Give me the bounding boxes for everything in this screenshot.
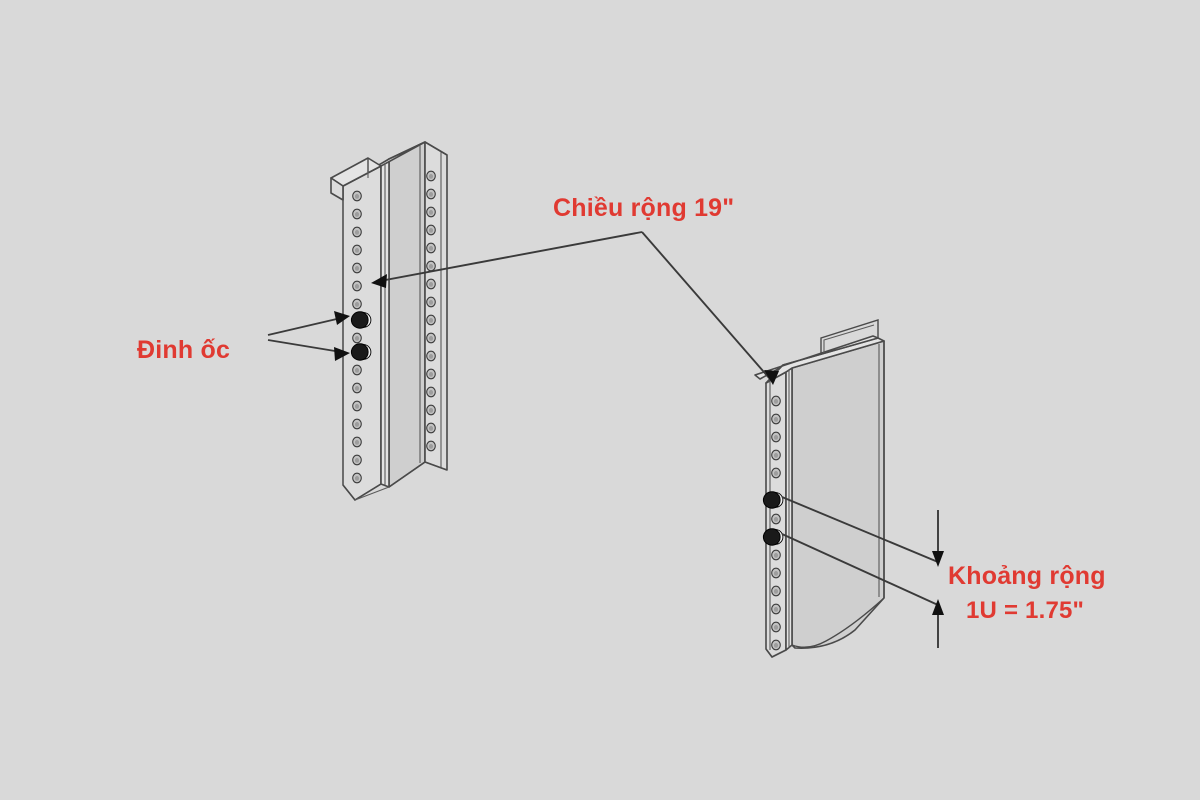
spacing-leader-upper <box>781 496 939 563</box>
left-rail-front-flange <box>342 165 382 501</box>
spacing-leader-lower <box>781 533 939 606</box>
left-rail-screw-upper <box>350 311 372 329</box>
right-rail-screw-upper <box>762 491 784 509</box>
left-rail-hole-column-a <box>352 190 362 484</box>
left-rail-screw-lower <box>350 343 372 361</box>
spacing-label-line1: Khoảng rộng <box>948 562 1106 590</box>
right-rail-bottom-cut <box>765 597 885 658</box>
width-arrow-left-icon <box>371 274 387 288</box>
width-arrow-right-icon <box>764 370 779 385</box>
right-rail-screw-lower <box>762 528 784 546</box>
left-rack-rail <box>330 141 448 501</box>
right-rail-side-web <box>791 340 885 649</box>
spacing-arrow-down-icon <box>932 551 944 567</box>
screws-arrow-lower-icon <box>334 347 350 361</box>
spacing-label-line2: 1U = 1.75" <box>966 597 1084 624</box>
screws-callout: Đinh ốc <box>137 311 350 364</box>
screws-arrow-upper-icon <box>334 311 350 325</box>
width-label: Chiều rộng 19" <box>553 194 734 222</box>
left-rail-hole-column-b <box>426 170 436 452</box>
width-leader-right <box>641 231 771 380</box>
right-rack-rail <box>754 319 885 658</box>
width-callout: Chiều rộng 19" <box>371 194 779 385</box>
width-leader-left <box>379 231 643 282</box>
spacing-arrow-up-icon <box>932 599 944 615</box>
right-rail-hole-column <box>771 395 781 651</box>
screws-leader-upper <box>267 317 342 336</box>
spacing-callout: Khoảng rộng 1U = 1.75" <box>781 496 1106 648</box>
right-rail-top-notch <box>820 319 879 355</box>
left-rail-top-edges <box>367 141 448 172</box>
left-rail-bottom-face <box>354 486 390 501</box>
right-rail-notch-inner <box>823 324 875 353</box>
screws-label: Đinh ốc <box>137 336 230 364</box>
screws-leader-lower <box>267 339 342 353</box>
left-rail-inner-edge <box>342 172 369 485</box>
